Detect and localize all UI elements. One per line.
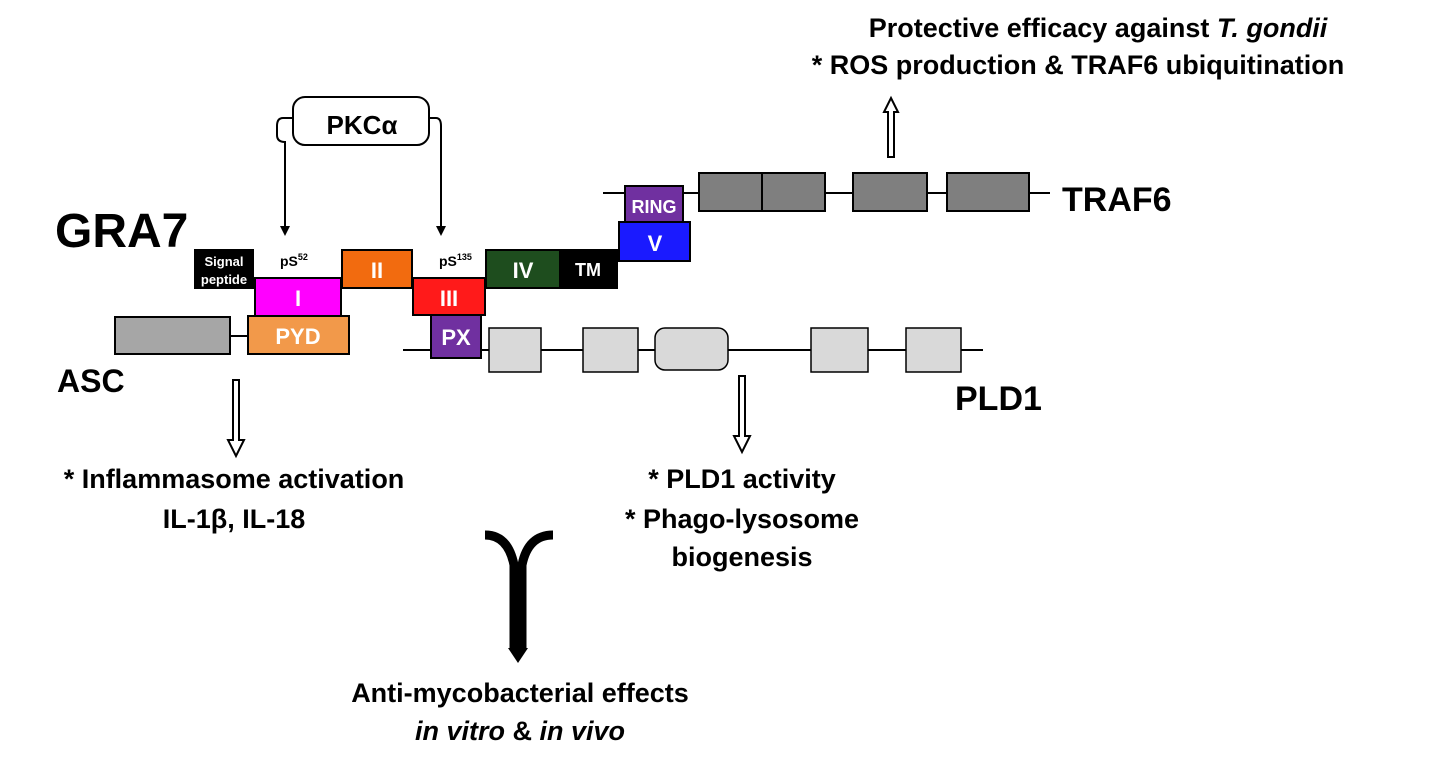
pld1-domain-box-4	[810, 327, 869, 373]
pkca-arrowhead-left	[280, 226, 290, 236]
traf6-domain-box-2	[852, 172, 928, 212]
pld1-domain-box-1	[488, 327, 542, 373]
px-domain	[430, 313, 482, 359]
pyd-label: PYD	[275, 324, 320, 349]
traf6-up-arrow	[882, 95, 900, 158]
asc-domain-box	[114, 316, 231, 355]
pkca-arrow-right	[429, 117, 442, 228]
pld1-label: PLD1	[955, 380, 1042, 418]
px-label: PX	[441, 325, 471, 350]
pkca-box	[292, 96, 430, 146]
signal-peptide-label-line1: Signal	[204, 254, 243, 269]
pkca-arrowhead-right	[436, 226, 446, 236]
pkca-arrow-left	[276, 117, 293, 228]
combined-outcome-line1: Anti-mycobacterial effects	[351, 678, 689, 708]
domain-i-label: I	[295, 286, 301, 311]
merge-arrow	[484, 530, 519, 650]
pld1-down-arrow	[732, 375, 752, 455]
merge-arrowhead	[508, 648, 528, 663]
domain-i	[254, 277, 342, 317]
traf6-outcome-line1: Protective efficacy against T. gondii	[869, 13, 1328, 43]
pld1-domain-box-5	[905, 327, 962, 373]
phospho-site-52: pS52	[280, 252, 308, 269]
domain-v	[618, 221, 691, 262]
combined-outcome-line2: in vitro & in vivo	[415, 716, 625, 746]
asc-down-arrow	[226, 379, 246, 459]
traf6-outcome-line2: * ROS production & TRAF6 ubiquitination	[812, 50, 1344, 80]
traf6-domain-box-3	[946, 172, 1030, 212]
phospho-site-135: pS135	[439, 252, 472, 269]
pld1-outcome-line2: * Phago-lysosome	[625, 504, 859, 534]
pyd-domain	[247, 315, 350, 355]
merge-arrow-right	[517, 530, 554, 650]
asc-outcome-line1: * Inflammasome activation	[64, 464, 405, 494]
pld1-outcome-line3: biogenesis	[671, 542, 812, 572]
ring-label: RING	[632, 197, 677, 217]
gra7-title: GRA7	[55, 205, 188, 258]
domain-iv-label: IV	[513, 258, 534, 283]
domain-ii	[341, 249, 413, 289]
domain-iv	[485, 249, 561, 289]
traf6-label: TRAF6	[1062, 181, 1172, 219]
pld1-domain-box-2	[582, 327, 639, 373]
asc-label: ASC	[57, 363, 125, 399]
domain-iii-label: III	[440, 286, 458, 311]
domain-tm-label: TM	[575, 260, 601, 280]
pld1-outcome-line1: * PLD1 activity	[648, 464, 836, 494]
pkca-label: PKCα	[327, 110, 398, 140]
domain-ii-label: II	[371, 258, 383, 283]
signal-peptide-label-line2: peptide	[201, 272, 247, 287]
signal-peptide-domain	[194, 249, 254, 289]
domain-v-label: V	[648, 231, 663, 256]
asc-outcome-line2: IL-1β, IL-18	[163, 504, 306, 534]
domain-tm	[559, 249, 618, 289]
domain-iii	[412, 277, 486, 316]
pld1-domain-box-3	[654, 327, 729, 371]
